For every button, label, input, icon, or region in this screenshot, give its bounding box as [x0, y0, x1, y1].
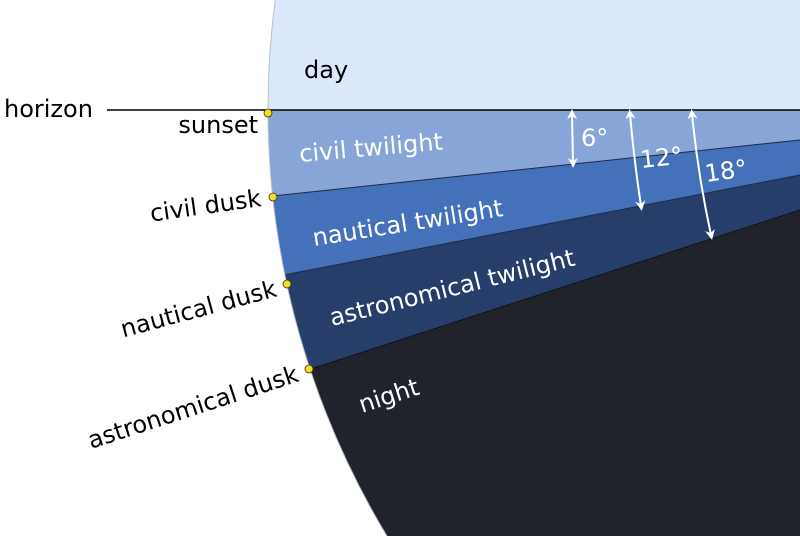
label-nautical-dusk: nautical dusk: [118, 275, 280, 344]
region-night: [268, 210, 800, 536]
arrow-12-degrees: [625, 109, 646, 211]
label-astronomical-dusk: astronomical dusk: [84, 360, 302, 455]
marker-civil-dusk: [268, 192, 278, 202]
marker-nautical-dusk: [282, 279, 292, 289]
region-nautical-twilight: [268, 140, 800, 330]
angle-label-12: 12°: [639, 142, 684, 174]
region-label-day: day: [304, 56, 348, 84]
label-horizon: horizon: [4, 95, 93, 123]
region-civil-twilight: [268, 110, 800, 225]
marker-astronomical-dusk: [304, 364, 314, 374]
arrow-6-degrees: [567, 109, 578, 168]
arrow-18-degrees: [687, 109, 715, 240]
label-civil-dusk: civil dusk: [148, 184, 263, 227]
boundary-civil-nautical: [268, 139, 800, 226]
marker-sunset: [263, 108, 273, 118]
boundary-nautical-astronomical: [268, 174, 800, 331]
angle-label-18: 18°: [703, 154, 749, 188]
angle-label-6: 6°: [581, 124, 608, 152]
boundary-astronomical-night: [268, 209, 800, 471]
label-sunset: sunset: [178, 111, 258, 139]
region-astronomical-twilight: [268, 175, 800, 470]
region-day: [268, 0, 800, 110]
